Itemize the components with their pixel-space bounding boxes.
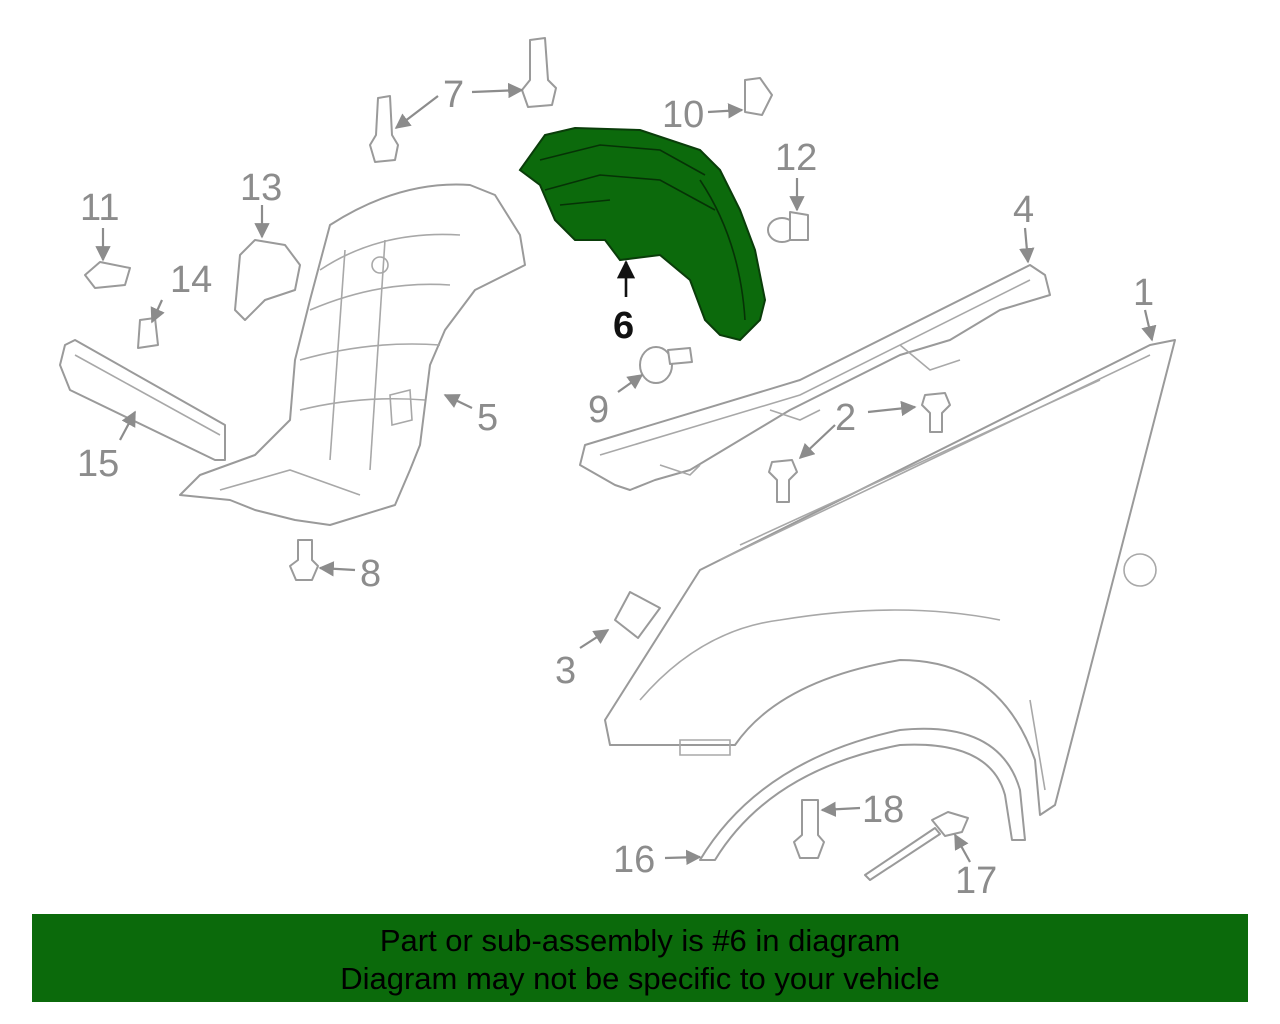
bolt-part-2-upper: [921, 392, 951, 433]
banner-line-disclaimer: Diagram may not be specific to your vehi…: [340, 961, 940, 996]
bolt-part-9: [639, 346, 693, 384]
bracket-part-15: [59, 339, 226, 461]
block-part-3: [614, 591, 661, 639]
rivet-part-17: [864, 811, 969, 881]
info-banner: Part or sub-assembly is #6 in diagram Di…: [32, 914, 1248, 1002]
push-pin-part-7-left: [369, 95, 399, 163]
callout-10: 10: [662, 94, 704, 136]
bracket-part-13: [234, 239, 301, 321]
callout-9: 9: [588, 389, 609, 431]
callout-2: 2: [835, 397, 856, 439]
callout-4: 4: [1013, 189, 1034, 231]
grommet-part-12: [767, 211, 809, 243]
callout-18: 18: [862, 789, 904, 831]
clip-part-11: [84, 261, 131, 289]
callout-13: 13: [240, 167, 282, 209]
callout-17: 17: [955, 860, 997, 902]
push-pin-part-7-right: [521, 37, 557, 108]
callout-15: 15: [77, 443, 119, 485]
bolt-part-2-lower: [768, 459, 798, 503]
callout-7: 7: [443, 74, 464, 116]
banner-line-part-number: Part or sub-assembly is #6 in diagram: [379, 923, 901, 958]
callout-6-highlighted: 6: [613, 305, 634, 347]
fender-bracket-part-4: [579, 264, 1051, 491]
bolt-part-8: [289, 539, 319, 581]
callout-labels: 1 2 3 4 5 6 7 8 9 10 11 12 13 14 15 16 1…: [77, 74, 1154, 902]
callout-8: 8: [360, 553, 381, 595]
fender-part-1: [604, 339, 1176, 816]
bolt-part-18: [793, 799, 825, 859]
callout-12: 12: [775, 137, 817, 179]
callout-1: 1: [1133, 272, 1154, 314]
callout-16: 16: [613, 839, 655, 881]
callout-5: 5: [477, 397, 498, 439]
fender-liner-part-5: [179, 183, 526, 526]
callout-14: 14: [170, 259, 212, 301]
callout-3: 3: [555, 650, 576, 692]
wheel-arch-molding-part-16: [699, 727, 1026, 861]
callout-11: 11: [80, 187, 119, 229]
splash-shield-part-6-highlighted: [518, 126, 767, 342]
clip-part-10: [744, 77, 773, 116]
push-pin-part-14: [137, 317, 159, 349]
callout-arrows: [95, 82, 1157, 866]
